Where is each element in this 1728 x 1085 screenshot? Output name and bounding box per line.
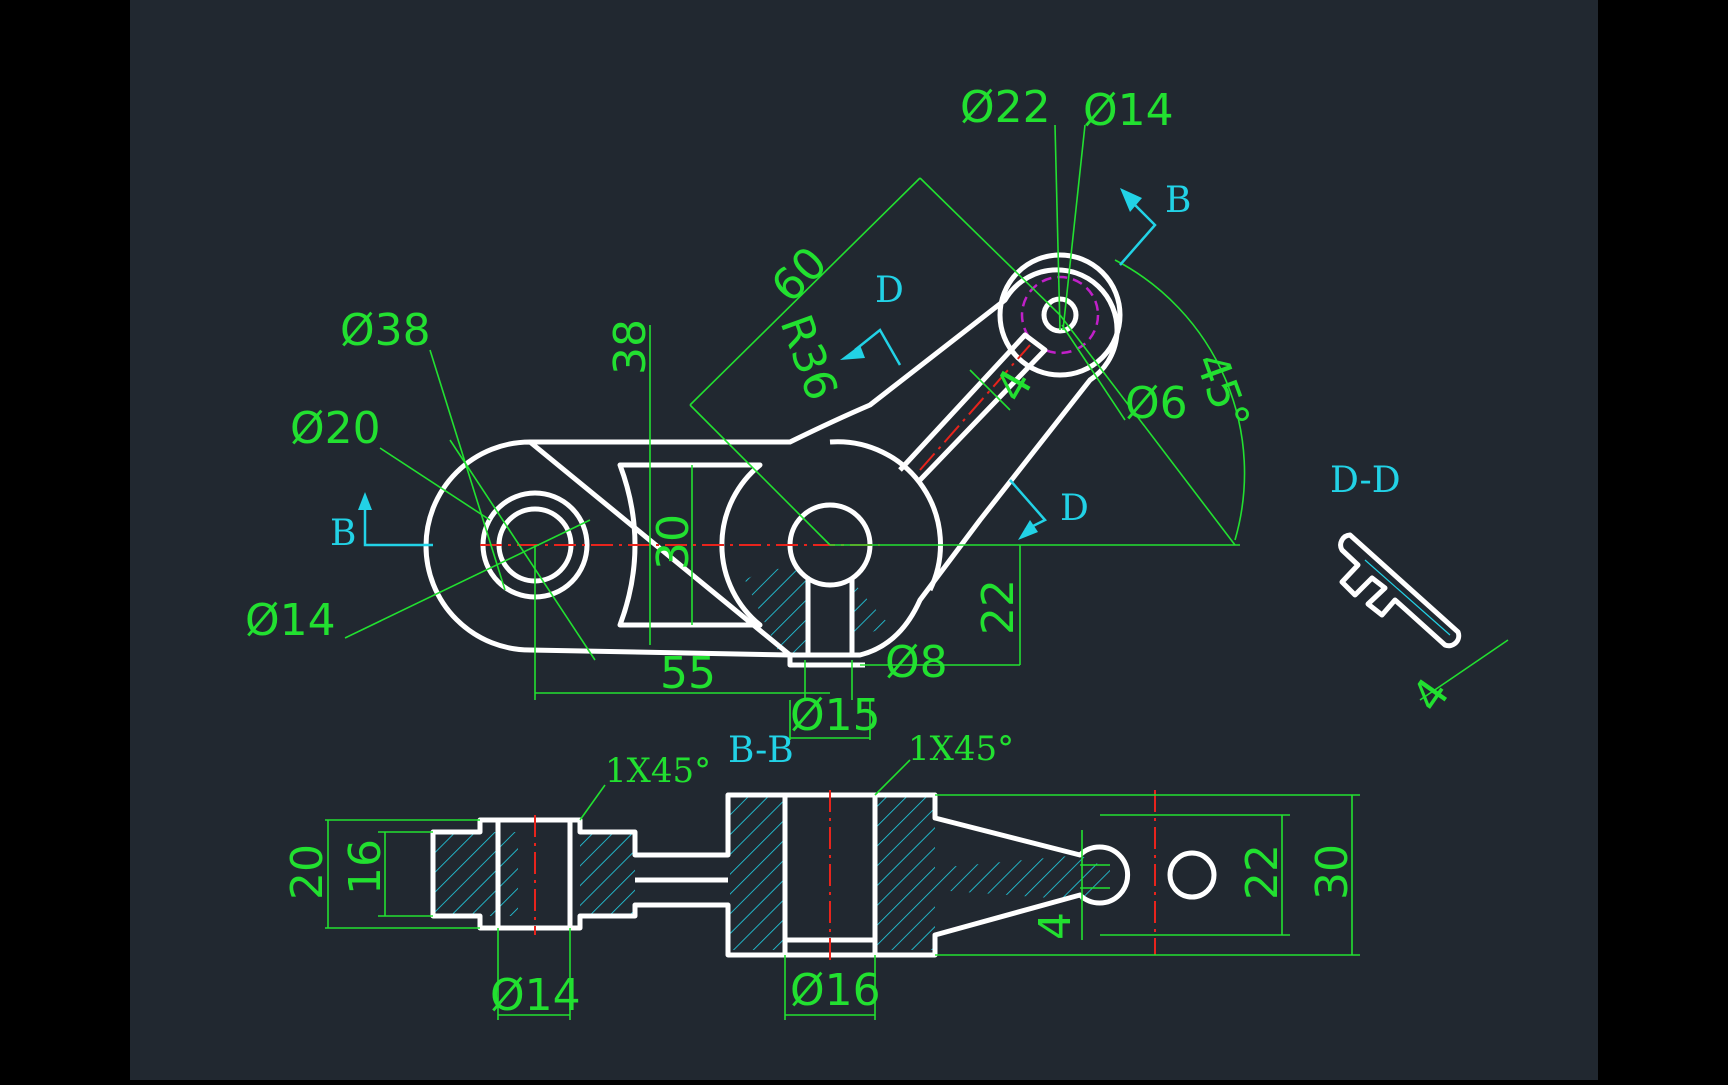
dimension-lines	[344, 124, 1246, 740]
bb-dim-4: 4	[1030, 912, 1081, 940]
section-bb-view: B-B 1X45° 1X45°	[282, 729, 1360, 1021]
label-d-bottom: D	[1060, 488, 1089, 529]
bb-dim-16: 16	[340, 839, 391, 895]
hatch-area-right	[852, 580, 890, 640]
label-b-right: B	[1165, 180, 1191, 221]
chamfer-right: 1X45°	[908, 729, 1014, 769]
dim-l55: 55	[660, 648, 716, 699]
dim-l60: 60	[762, 237, 838, 313]
hub-arc	[829, 439, 943, 592]
dim-d20: Ø20	[290, 403, 381, 454]
dim-d22-top: Ø22	[960, 82, 1051, 133]
bb-dim-22: 22	[1237, 844, 1288, 900]
technical-drawing: Ø38 Ø20 Ø14 38 30 60 R36 Ø22 Ø14 Ø6 4 45…	[245, 82, 1509, 1021]
top-boss-outer	[997, 252, 1123, 378]
section-dd-dim-4: 4	[1402, 669, 1460, 721]
section-dd-view: D-D 4	[1330, 460, 1509, 721]
bore-lines	[495, 795, 878, 955]
section-bb-outline	[430, 792, 1131, 958]
dim-d15: Ø15	[790, 690, 881, 741]
center-slot	[617, 462, 763, 628]
chamfer-left: 1X45°	[605, 751, 711, 791]
section-indicators	[358, 188, 1157, 547]
label-d-top: D	[875, 270, 904, 311]
dim-v22: 22	[973, 579, 1024, 635]
center-bore-lines	[805, 578, 855, 655]
rib-outline	[898, 332, 1048, 482]
dim-r36: R36	[770, 308, 848, 407]
dim-d6: Ø6	[1125, 378, 1188, 429]
dim-d8: Ø8	[885, 637, 948, 688]
bb-dim-d14: Ø14	[490, 970, 581, 1021]
drawing-canvas[interactable]: Ø38 Ø20 Ø14 38 30 60 R36 Ø22 Ø14 Ø6 4 45…	[130, 0, 1598, 1080]
dim-d14-top: Ø14	[1083, 85, 1174, 136]
dim-d14-left: Ø14	[245, 595, 336, 646]
dim-d38: Ø38	[340, 305, 431, 356]
section-dd-outline	[1338, 532, 1462, 649]
section-dd-dim-line	[1419, 639, 1509, 701]
label-b-left: B	[330, 513, 356, 554]
dim-v38: 38	[605, 319, 656, 375]
hatch-area-left	[745, 568, 810, 655]
section-bb-dimension-lines	[325, 759, 1360, 1020]
bb-dim-d16: Ø16	[790, 965, 881, 1016]
section-dd-title: D-D	[1330, 460, 1401, 501]
main-view: Ø38 Ø20 Ø14 38 30 60 R36 Ø22 Ø14 Ø6 4 45…	[245, 82, 1259, 741]
dim-ang45: 45°	[1185, 346, 1260, 437]
bb-end-circle	[1167, 850, 1217, 900]
hidden-circle	[1020, 275, 1100, 355]
section-bb-title: B-B	[728, 730, 794, 771]
dim-v30: 30	[648, 514, 699, 570]
bb-dim-30: 30	[1307, 844, 1358, 900]
rib-centerline	[919, 344, 1031, 471]
bb-dim-20: 20	[282, 844, 333, 900]
